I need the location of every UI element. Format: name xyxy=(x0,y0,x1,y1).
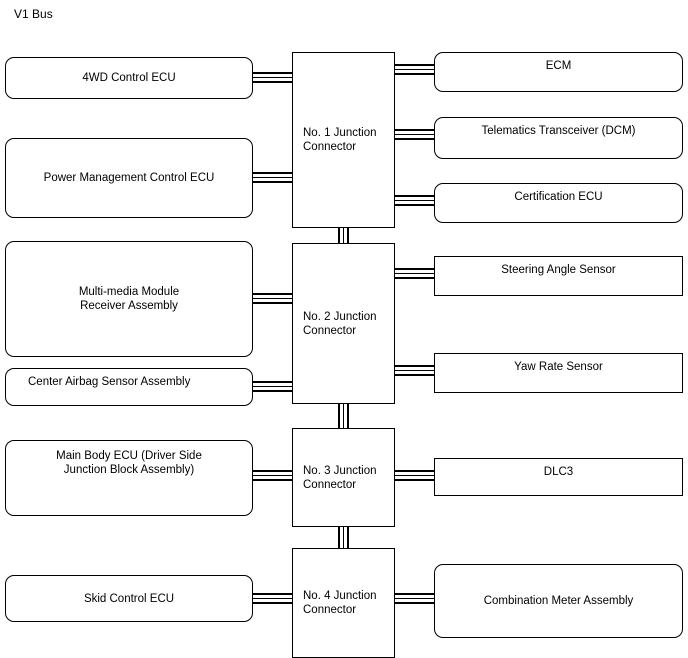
node-power-management-control-ecu[interactable]: Power Management Control ECU xyxy=(5,138,253,218)
node-label: DLC3 xyxy=(543,466,574,478)
node-label: Center Airbag Sensor Assembly xyxy=(28,376,191,388)
node-center-airbag-sensor-assembly[interactable]: Center Airbag Sensor Assembly xyxy=(5,368,253,406)
bus-junction-1-to-junction-2 xyxy=(338,227,349,244)
node-label: Multi-media Module Receiver Assembly xyxy=(78,286,180,312)
junction-connector-4[interactable]: No. 4 Junction Connector xyxy=(292,548,395,658)
node-label: Yaw Rate Sensor xyxy=(514,361,603,373)
node-combination-meter-assembly[interactable]: Combination Meter Assembly xyxy=(434,564,683,638)
junction-connector-3[interactable]: No. 3 Junction Connector xyxy=(292,428,395,527)
bus-skid-control-ecu-to-junction-4 xyxy=(252,593,293,604)
node-steering-angle-sensor[interactable]: Steering Angle Sensor xyxy=(434,256,683,296)
node-label: Telematics Transceiver (DCM) xyxy=(481,125,636,137)
junction-connector-2[interactable]: No. 2 Junction Connector xyxy=(292,243,395,404)
junction-label: No. 2 Junction Connector xyxy=(303,310,377,337)
node-multimedia-module-receiver-assembly[interactable]: Multi-media Module Receiver Assembly xyxy=(5,241,253,357)
junction-label: No. 4 Junction Connector xyxy=(303,590,377,616)
node-4wd-control-ecu[interactable]: 4WD Control ECU xyxy=(5,57,253,99)
node-label: 4WD Control ECU xyxy=(82,72,176,84)
bus-center-airbag-sensor-to-junction-2 xyxy=(252,381,293,392)
bus-junction-2-to-junction-3 xyxy=(338,403,349,429)
node-label: Certification ECU xyxy=(514,191,603,203)
bus-junction-4-to-combination-meter xyxy=(394,593,435,604)
node-label: ECM xyxy=(545,60,572,72)
bus-junction-3-to-dlc3 xyxy=(394,470,435,481)
node-certification-ecu[interactable]: Certification ECU xyxy=(434,183,683,223)
junction-connector-1[interactable]: No. 1 Junction Connector xyxy=(292,52,395,228)
bus-junction-2-to-steering-angle-sensor xyxy=(394,268,435,279)
node-label: Power Management Control ECU xyxy=(43,172,215,184)
bus-power-management-control-ecu-to-junction-1 xyxy=(252,172,293,183)
junction-label: No. 3 Junction Connector xyxy=(303,464,377,491)
bus-junction-1-to-telematics-transceiver xyxy=(394,129,435,140)
bus-main-body-ecu-to-junction-3 xyxy=(252,470,293,481)
node-label: Steering Angle Sensor xyxy=(501,264,616,276)
bus-multimedia-module-to-junction-2 xyxy=(252,293,293,304)
bus-junction-2-to-yaw-rate-sensor xyxy=(394,365,435,376)
diagram-title: V1 Bus xyxy=(14,7,53,21)
node-label: Main Body ECU (Driver Side Junction Bloc… xyxy=(56,450,202,476)
node-label: Combination Meter Assembly xyxy=(483,595,634,607)
node-yaw-rate-sensor[interactable]: Yaw Rate Sensor xyxy=(434,353,683,393)
node-ecm[interactable]: ECM xyxy=(434,52,683,92)
bus-junction-1-to-certification-ecu xyxy=(394,195,435,206)
junction-label: No. 1 Junction Connector xyxy=(303,127,377,153)
bus-4wd-control-ecu-to-junction-1 xyxy=(252,72,293,83)
node-dlc3[interactable]: DLC3 xyxy=(434,458,683,496)
bus-junction-3-to-junction-4 xyxy=(338,526,349,549)
bus-junction-1-to-ecm xyxy=(394,64,435,75)
node-label: Skid Control ECU xyxy=(83,592,175,605)
node-telematics-transceiver-dcm[interactable]: Telematics Transceiver (DCM) xyxy=(434,117,683,159)
node-main-body-ecu[interactable]: Main Body ECU (Driver Side Junction Bloc… xyxy=(5,440,253,516)
node-skid-control-ecu[interactable]: Skid Control ECU xyxy=(5,575,253,622)
